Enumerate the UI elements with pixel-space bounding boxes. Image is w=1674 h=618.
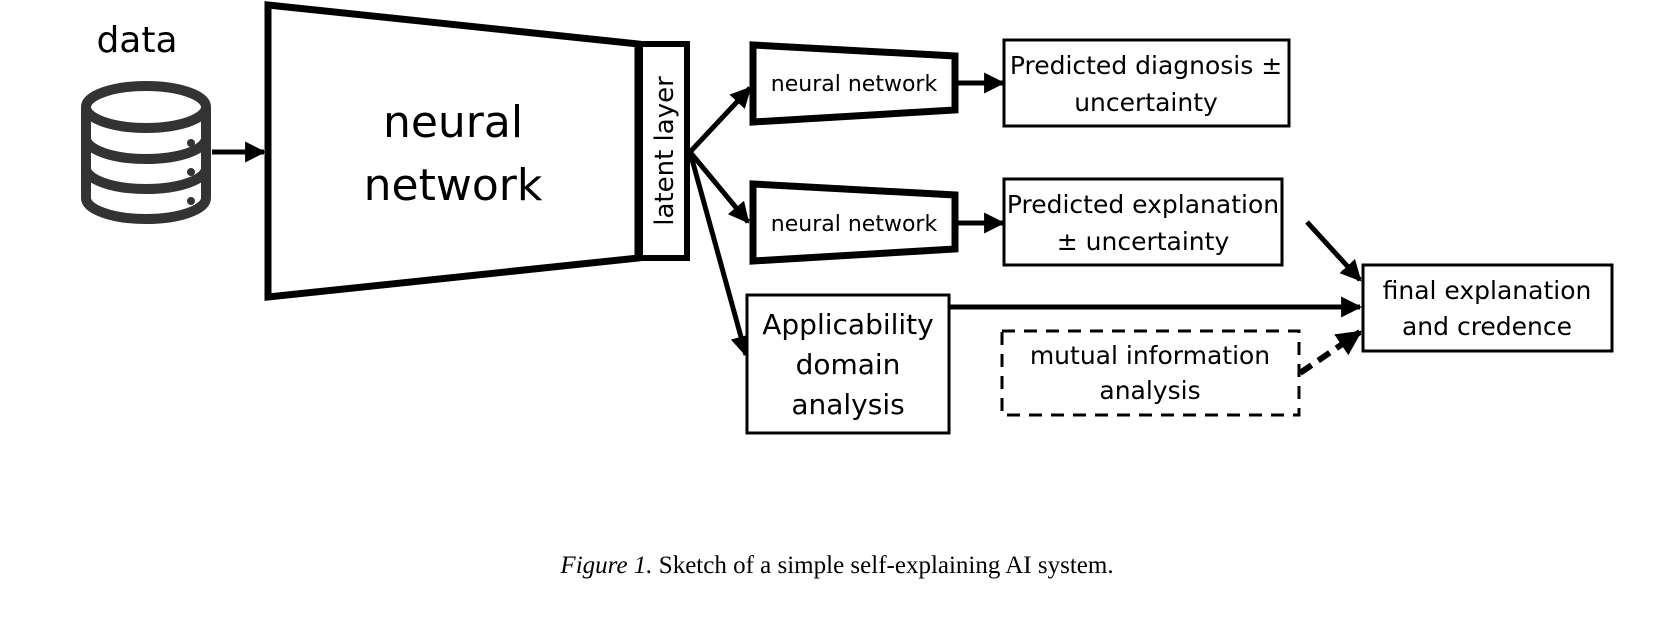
figure-caption-text: Sketch of a simple self-explaining AI sy… [653,552,1114,579]
applicability-domain-box [745,293,951,435]
figure-caption: Figure 1. Sketch of a simple self-explai… [559,552,1113,579]
database-icon [81,81,211,224]
mutual-information-box [1000,329,1301,417]
mutual-information-line2: analysis [1099,376,1200,405]
edge-explanation-to-final [1305,220,1362,282]
neural-network-top-label: neural network [771,72,938,97]
predicted-explanation-line1: Predicted explanation [1007,190,1279,219]
edge-latent-to-network-bottom [688,150,750,224]
final-explanation-box [1361,263,1614,353]
main-network-label-line2: network [364,160,543,211]
final-explanation-line2: and credence [1402,312,1572,341]
predicted-diagnosis-line2: uncertainty [1074,88,1218,117]
neural-network-top-shape [749,41,959,126]
final-explanation-line1: final explanation [1383,276,1592,305]
predicted-diagnosis-line1: Predicted diagnosis ± [1010,51,1282,80]
edge-mutual-information-to-final [1298,329,1363,376]
predicted-explanation-box [1002,177,1284,267]
latent-layer-box [637,41,690,261]
edge-latent-to-applicability [687,151,752,358]
neural-network-bottom-label: neural network [771,212,938,237]
applicability-line2: domain [796,348,901,381]
applicability-line1: Applicability [762,308,933,341]
data-label: data [96,20,177,61]
neural-network-bottom-shape [749,180,959,265]
edge-latent-to-network-top [688,86,752,154]
figure-caption-prefix: Figure 1. [559,552,652,579]
main-network-label-line1: neural [383,97,523,148]
predicted-diagnosis-box [1002,38,1291,128]
main-neural-network-shape [264,1,642,301]
mutual-information-line1: mutual information [1030,341,1270,370]
applicability-line3: analysis [791,388,904,421]
latent-layer-label: latent layer [650,76,680,226]
predicted-explanation-line2: ± uncertainty [1057,227,1230,256]
